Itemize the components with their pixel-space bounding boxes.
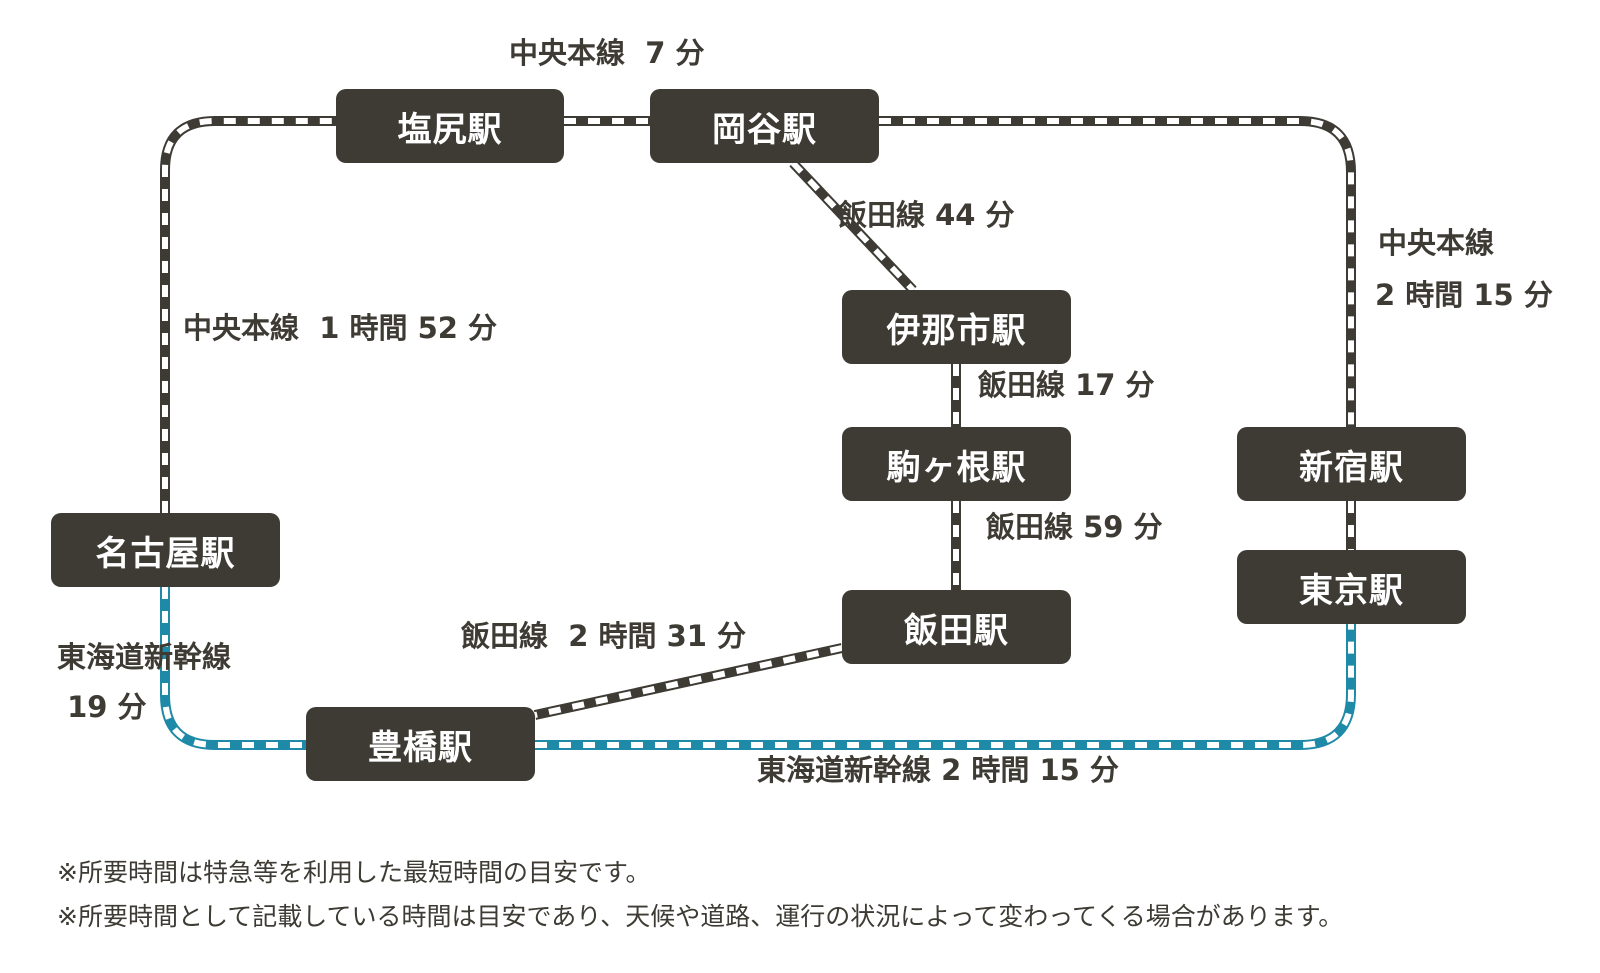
- label-iida-toyohashi: 飯田線 2 時間 31 分: [461, 619, 747, 653]
- footnote-1: ※所要時間は特急等を利用した最短時間の目安です。: [57, 858, 651, 887]
- line-iida-toyohashi-dash: [534, 645, 843, 718]
- label-nagoya-toyohashi-line1: 東海道新幹線: [57, 640, 232, 674]
- station-shinjuku[interactable]: 新宿駅: [1237, 427, 1466, 501]
- label-shiojiri-okaya: 中央本線 7 分: [509, 36, 705, 70]
- label-okaya-inashi: 飯田線 44 分: [838, 198, 1015, 232]
- station-shiojiri[interactable]: 塩尻駅: [336, 89, 564, 163]
- line-toyohashi-tokyo-dash: [535, 624, 1354, 748]
- station-nagoya[interactable]: 名古屋駅: [51, 513, 280, 587]
- station-toyohashi[interactable]: 豊橋駅: [306, 707, 535, 781]
- label-komagane-iida: 飯田線 59 分: [986, 510, 1163, 544]
- footnote-2: ※所要時間として記載している時間は目安であり、天候や道路、運行の状況によって変わ…: [57, 902, 1344, 931]
- label-nagoya-shiojiri: 中央本線 1 時間 52 分: [183, 311, 498, 345]
- line-okaya-shinjuku-dash: [879, 118, 1354, 427]
- station-iida[interactable]: 飯田駅: [842, 590, 1071, 664]
- label-okaya-shinjuku-line2: 2 時間 15 分: [1375, 278, 1553, 312]
- label-toyohashi-tokyo: 東海道新幹線 2 時間 15 分: [757, 753, 1119, 787]
- label-okaya-shinjuku-line1: 中央本線: [1378, 226, 1495, 260]
- line-nagoya-toyohashi-dash: [162, 587, 306, 748]
- station-inashi[interactable]: 伊那市駅: [842, 290, 1071, 364]
- label-nagoya-toyohashi-line2: 19 分: [57, 690, 147, 724]
- label-inashi-komagane: 飯田線 17 分: [978, 368, 1155, 402]
- station-okaya[interactable]: 岡谷駅: [650, 89, 879, 163]
- line-nagoya-shiojiri-dash: [162, 118, 336, 513]
- station-komagane[interactable]: 駒ヶ根駅: [842, 427, 1071, 501]
- station-tokyo[interactable]: 東京駅: [1237, 550, 1466, 624]
- line-okaya-inashi-dash: [790, 160, 916, 293]
